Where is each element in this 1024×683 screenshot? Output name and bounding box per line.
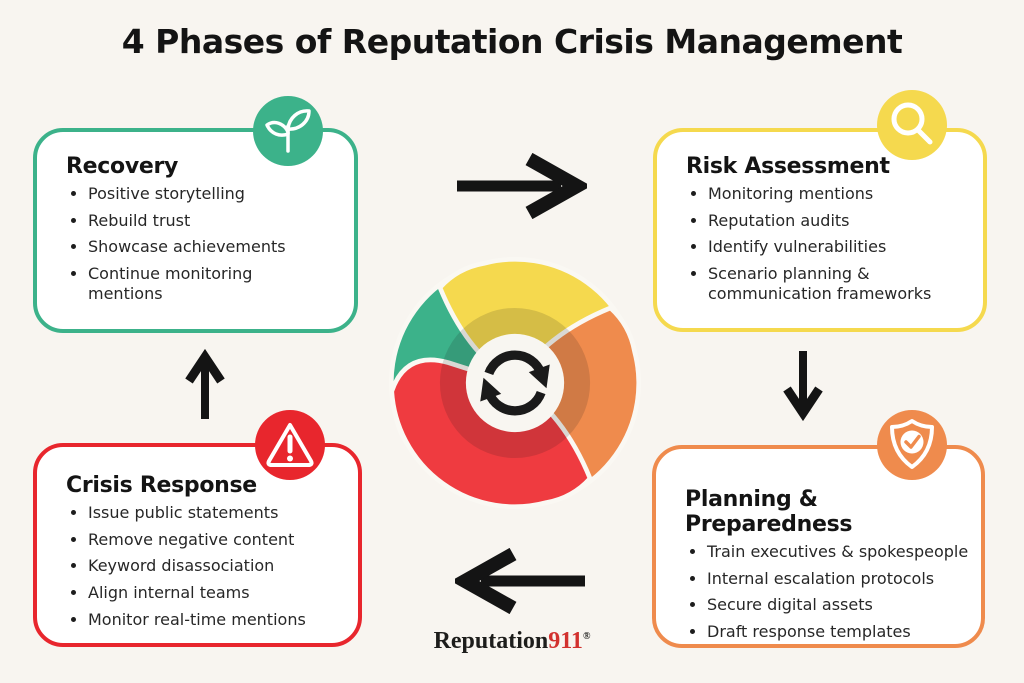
brand-logo: Reputation911® xyxy=(0,628,1024,655)
phase-card-risk-assessment: Risk Assessment Monitoring mentions Repu… xyxy=(653,128,987,332)
arrow-down-icon xyxy=(781,349,825,425)
list-item: Showcase achievements xyxy=(88,237,314,257)
list-item: Internal escalation protocols xyxy=(707,569,993,589)
list-item: Continue monitoring mentions xyxy=(88,264,314,303)
list-item: Monitoring mentions xyxy=(708,184,940,204)
list-item: Remove negative content xyxy=(88,530,354,550)
brand-logo-text: Reputation xyxy=(433,628,549,654)
phase-list-recovery: Positive storytelling Rebuild trust Show… xyxy=(66,184,314,303)
phase-card-planning-preparedness: Planning & Preparedness Train executives… xyxy=(652,445,985,648)
phase-title-risk-assessment: Risk Assessment xyxy=(686,154,890,179)
warning-triangle-icon xyxy=(255,410,325,480)
sprout-icon xyxy=(253,96,323,166)
registered-mark: ® xyxy=(582,631,591,642)
list-item: Scenario planning & communication framew… xyxy=(708,264,940,303)
phase-title-crisis-response: Crisis Response xyxy=(66,473,257,498)
list-item: Draft response templates xyxy=(707,622,993,642)
brand-logo-number: 911 xyxy=(548,628,583,654)
arrow-left-icon xyxy=(450,547,587,618)
list-item: Monitor real-time mentions xyxy=(88,610,354,630)
phase-list-risk-assessment: Monitoring mentions Reputation audits Id… xyxy=(686,184,940,303)
arrow-up-icon xyxy=(183,348,227,425)
cycle-wheel xyxy=(376,244,654,526)
shield-check-icon xyxy=(877,410,947,480)
phase-list-crisis-response: Issue public statements Remove negative … xyxy=(66,503,354,629)
list-item: Train executives & spokespeople xyxy=(707,542,993,562)
list-item: Rebuild trust xyxy=(88,211,314,231)
phase-list-planning-preparedness: Train executives & spokespeople Internal… xyxy=(685,542,993,642)
list-item: Identify vulnerabilities xyxy=(708,237,940,257)
page-title: 4 Phases of Reputation Crisis Management xyxy=(121,22,903,61)
magnifier-icon xyxy=(877,90,947,160)
list-item: Align internal teams xyxy=(88,583,354,603)
list-item: Keyword disassociation xyxy=(88,556,354,576)
list-item: Issue public statements xyxy=(88,503,354,523)
cycle-arrows-icon xyxy=(480,350,550,416)
list-item: Positive storytelling xyxy=(88,184,314,204)
phase-card-crisis-response: Crisis Response Issue public statements … xyxy=(33,443,362,647)
phase-title-recovery: Recovery xyxy=(66,154,179,179)
list-item: Secure digital assets xyxy=(707,595,993,615)
phase-title-planning-preparedness: Planning & Preparedness xyxy=(685,487,853,537)
arrow-right-icon xyxy=(455,152,592,223)
list-item: Reputation audits xyxy=(708,211,940,231)
